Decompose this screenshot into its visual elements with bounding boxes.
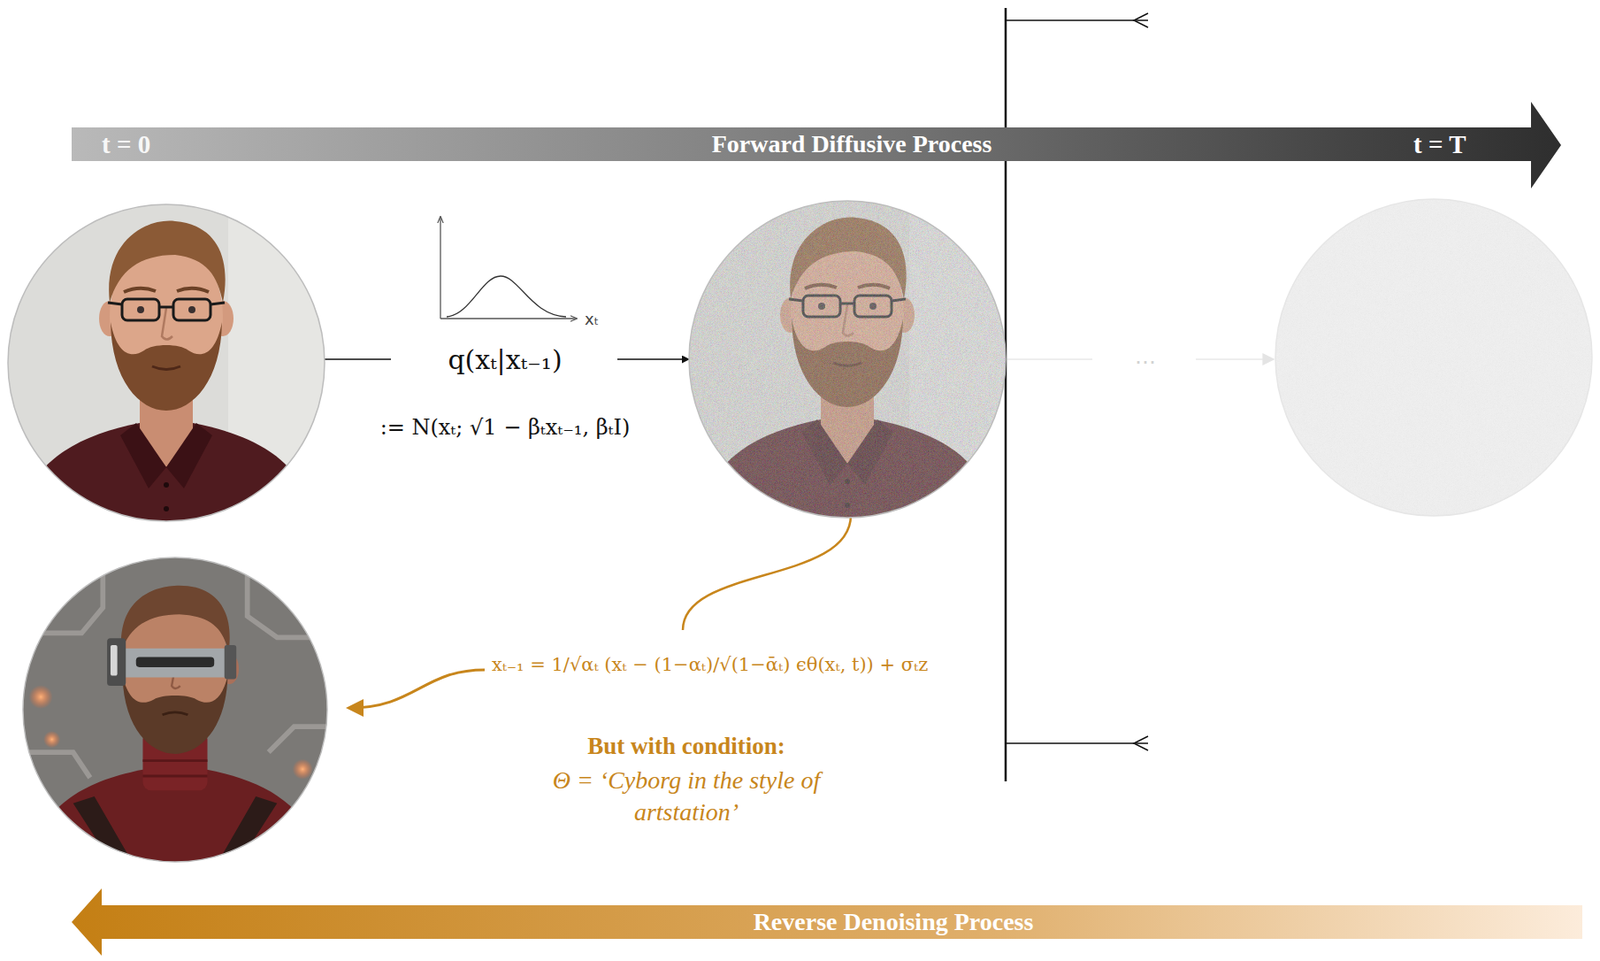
photo-circle bbox=[7, 203, 326, 522]
orange-arrow bbox=[349, 669, 485, 708]
separator-line bbox=[1004, 7, 1008, 781]
faded-line bbox=[1007, 358, 1093, 360]
cut-marker bbox=[1005, 19, 1149, 22]
cut-marker bbox=[1133, 735, 1149, 751]
leader-line bbox=[324, 358, 391, 360]
noisy-photo-circle bbox=[688, 199, 1007, 519]
band-arrow-fill bbox=[71, 101, 1562, 189]
noisy-photo-circle bbox=[688, 199, 1007, 519]
process-title: Forward Diffusive Process bbox=[711, 131, 993, 157]
band-arrow-fill bbox=[71, 888, 1583, 956]
photo-circle bbox=[7, 203, 326, 522]
condition-heading: But with condition: bbox=[587, 730, 786, 762]
time-label: t = 0 bbox=[101, 131, 151, 158]
gaussian-plot bbox=[439, 216, 441, 319]
photo-circle bbox=[7, 203, 326, 522]
cut-marker bbox=[1005, 742, 1149, 744]
condition-prompt: Θ = ‘Cyborg in the style of artstation’ bbox=[518, 764, 855, 829]
cyborg-circle bbox=[22, 556, 329, 863]
transition-formula: q(xₜ|xₜ₋₁) bbox=[447, 342, 562, 377]
process-title: Reverse Denoising Process bbox=[753, 909, 1034, 934]
forward-process-band: t = 0 Forward Diffusive Process t = T bbox=[71, 101, 1562, 189]
gaussian-plot bbox=[440, 317, 577, 319]
noisy-photo-circle bbox=[688, 199, 1007, 519]
noisy-photo-circle bbox=[688, 199, 1007, 519]
gaussian-plot bbox=[446, 275, 567, 317]
faded-arrow bbox=[1195, 358, 1274, 360]
ellipsis: … bbox=[1134, 343, 1156, 371]
cyborg-circle bbox=[22, 556, 329, 863]
process-arrow bbox=[617, 358, 689, 360]
time-label: t = T bbox=[1413, 131, 1467, 158]
denoising-formula: xₜ₋₁ = 1/√αₜ (xₜ − (1−αₜ)/√(1−ᾱₜ) ϵθ(xₜ,… bbox=[491, 652, 928, 677]
gaussian-definition: := N(xₜ; √1 − βₜxₜ₋₁, βₜI) bbox=[380, 413, 631, 442]
noise-circle bbox=[1274, 198, 1593, 517]
noise-circle bbox=[1274, 198, 1593, 517]
noisy-photo-circle bbox=[688, 200, 1006, 518]
gaussian-plot bbox=[440, 216, 577, 319]
cyborg-circle bbox=[22, 556, 329, 863]
photo-circle bbox=[7, 204, 325, 521]
cyborg-circle bbox=[22, 557, 328, 862]
reverse-process-band: Reverse Denoising Process bbox=[71, 888, 1583, 956]
connector-lines bbox=[324, 7, 1274, 781]
noise-circle bbox=[1275, 199, 1593, 516]
cut-marker bbox=[1133, 13, 1149, 28]
noise-circle bbox=[1274, 198, 1593, 517]
noise-circle bbox=[1274, 198, 1593, 517]
orange-leader bbox=[682, 514, 851, 630]
axis-label: xₜ bbox=[584, 308, 599, 330]
